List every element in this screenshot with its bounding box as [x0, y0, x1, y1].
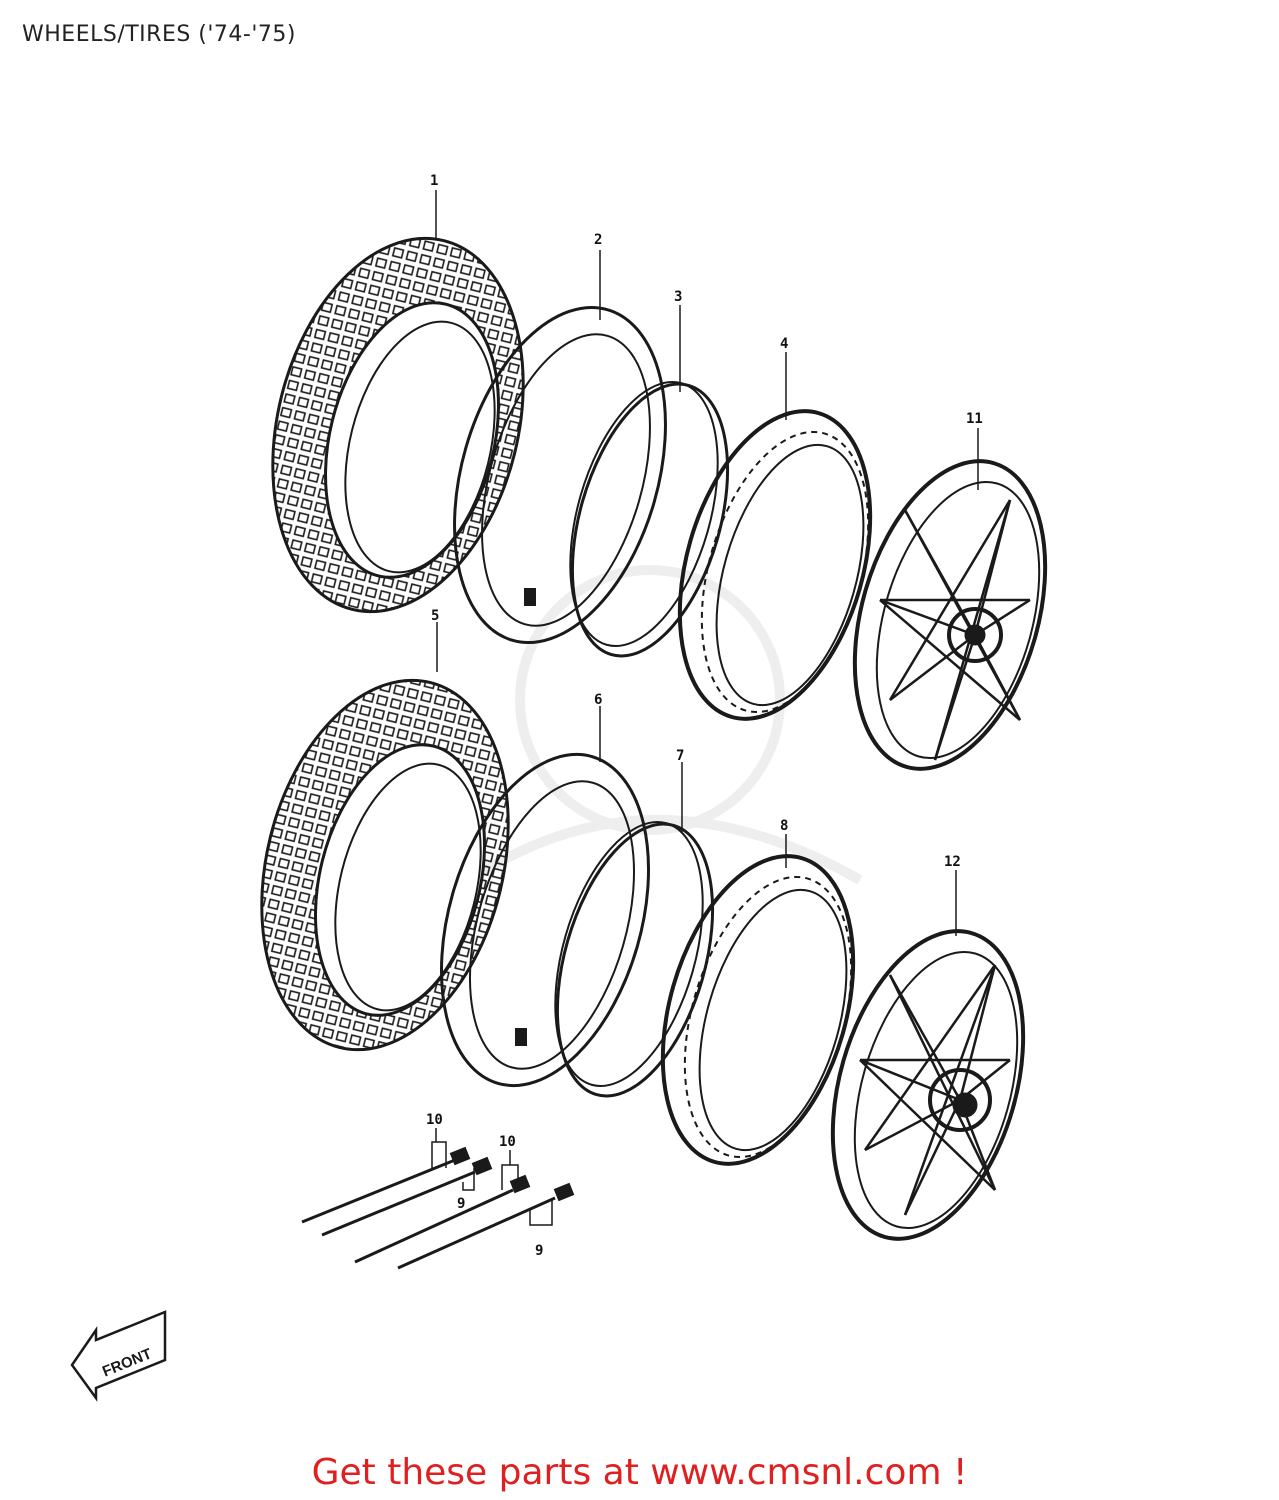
cta-link[interactable]: Get these parts at www.cmsnl.com ! — [311, 1452, 968, 1493]
rear-tube[interactable] — [406, 730, 684, 1110]
callout-8: 8 — [780, 818, 788, 834]
callout-10a: 10 — [426, 1112, 443, 1128]
callout-9a: 9 — [457, 1196, 465, 1212]
rear-rim[interactable] — [630, 834, 886, 1186]
callout-numbers: 1 2 3 4 11 5 6 7 8 12 10 9 10 9 — [426, 173, 983, 1259]
leader-lines — [431, 190, 979, 1226]
rear-rim-band[interactable] — [528, 805, 741, 1114]
front-tube[interactable] — [418, 283, 701, 668]
callout-9b: 9 — [535, 1243, 543, 1259]
callout-2: 2 — [594, 232, 602, 248]
rear-tire[interactable] — [225, 654, 545, 1076]
callout-4: 4 — [780, 336, 788, 352]
front-arrow: FRONT — [70, 1310, 167, 1402]
spokes[interactable] — [301, 1146, 575, 1270]
callout-6: 6 — [594, 692, 602, 708]
front-rim[interactable] — [647, 389, 903, 741]
front-rim-band[interactable] — [543, 365, 756, 674]
page-title: WHEELS/TIRES ('74-'75) — [22, 22, 296, 47]
callout-7: 7 — [676, 748, 684, 764]
callout-3: 3 — [674, 289, 682, 305]
rear-wheel-assembly[interactable] — [800, 909, 1056, 1261]
front-wheel-assembly[interactable] — [822, 439, 1078, 791]
callout-1: 1 — [430, 173, 438, 189]
callout-11: 11 — [966, 411, 983, 427]
callout-12: 12 — [944, 854, 961, 870]
callout-5: 5 — [431, 608, 439, 624]
front-tire[interactable] — [236, 212, 561, 639]
callout-10b: 10 — [499, 1134, 516, 1150]
